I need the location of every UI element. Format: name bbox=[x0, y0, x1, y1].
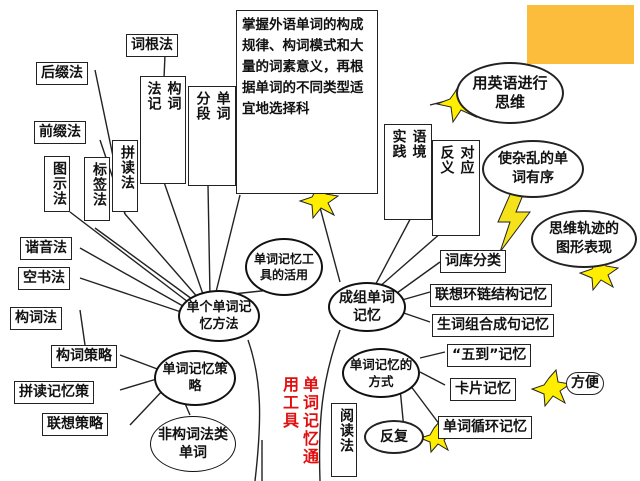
chain-memory-box: 联想环链结构记忆 bbox=[430, 284, 552, 307]
english-thinking-cloud: 用英语进行思维 bbox=[456, 62, 564, 124]
prefix-method-box: 前缀法 bbox=[34, 121, 86, 144]
label-method-box: 标签法 bbox=[84, 157, 110, 221]
suffix-method-box: 后缀法 bbox=[36, 62, 88, 85]
card-memory-box: 卡片记忆 bbox=[450, 378, 516, 401]
spell-strategy-box: 拼读记忆策 bbox=[14, 381, 94, 404]
construct-memory-box: 构词 法记 bbox=[140, 76, 186, 184]
tool-usage-hub: 单词记忆工具的活用 bbox=[245, 238, 323, 296]
thought-trace-cloud: 思维轨迹的图形表现 bbox=[531, 210, 637, 268]
top-description-box: 掌握外语单词的构成规律、构词模式和大量的词素意义，再根据单词的不同类型适宜地选择… bbox=[236, 10, 378, 194]
homophone-method-box: 谐音法 bbox=[20, 237, 72, 260]
group-memory-hub: 成组单词记忆 bbox=[328, 282, 406, 332]
root-method-box: 词根法 bbox=[126, 34, 178, 57]
five-to-box: “五到”记忆 bbox=[447, 344, 532, 367]
cycle-memory-box: 单词循环记忆 bbox=[438, 416, 532, 439]
segment-memory-box: 单词 分段 bbox=[188, 86, 236, 186]
new-word-box: 生词组合成句记忆 bbox=[432, 314, 554, 337]
antonym-memory-box: 对应 反义 bbox=[432, 140, 480, 236]
memory-strategy-hub: 单词记忆策略 bbox=[154, 350, 236, 406]
single-word-method-hub: 单个单词记忆方法 bbox=[178, 290, 260, 342]
air-writing-box: 空书法 bbox=[18, 267, 70, 290]
context-memory-box: 语境 实践 bbox=[384, 124, 432, 220]
order-words-cloud: 使杂乱的单词有序 bbox=[482, 140, 584, 198]
reading-method-box: 阅读法 bbox=[331, 403, 357, 477]
memory-method-hub: 单词记忆的方式 bbox=[342, 348, 420, 398]
spelling-method-box: 拼读法 bbox=[112, 140, 138, 212]
star-icon bbox=[530, 368, 572, 408]
assoc-strategy-box: 联想策略 bbox=[42, 413, 108, 436]
orange-highlight-block bbox=[527, 5, 634, 64]
picture-method-box: 图示法 bbox=[44, 156, 70, 212]
repeat-cloud: 反复 bbox=[364, 420, 424, 454]
word-bank-box: 词库分类 bbox=[440, 250, 506, 273]
convenient-box: 方便 bbox=[566, 372, 604, 395]
non-construct-words-oval: 非构词法类单词 bbox=[150, 416, 236, 472]
trunk-title: 单词记忆通用工具 bbox=[280, 376, 319, 466]
construct-strategy-box: 构词策略 bbox=[51, 345, 117, 368]
construct-method-box: 构词法 bbox=[10, 307, 62, 330]
lightning-icon bbox=[497, 189, 531, 253]
